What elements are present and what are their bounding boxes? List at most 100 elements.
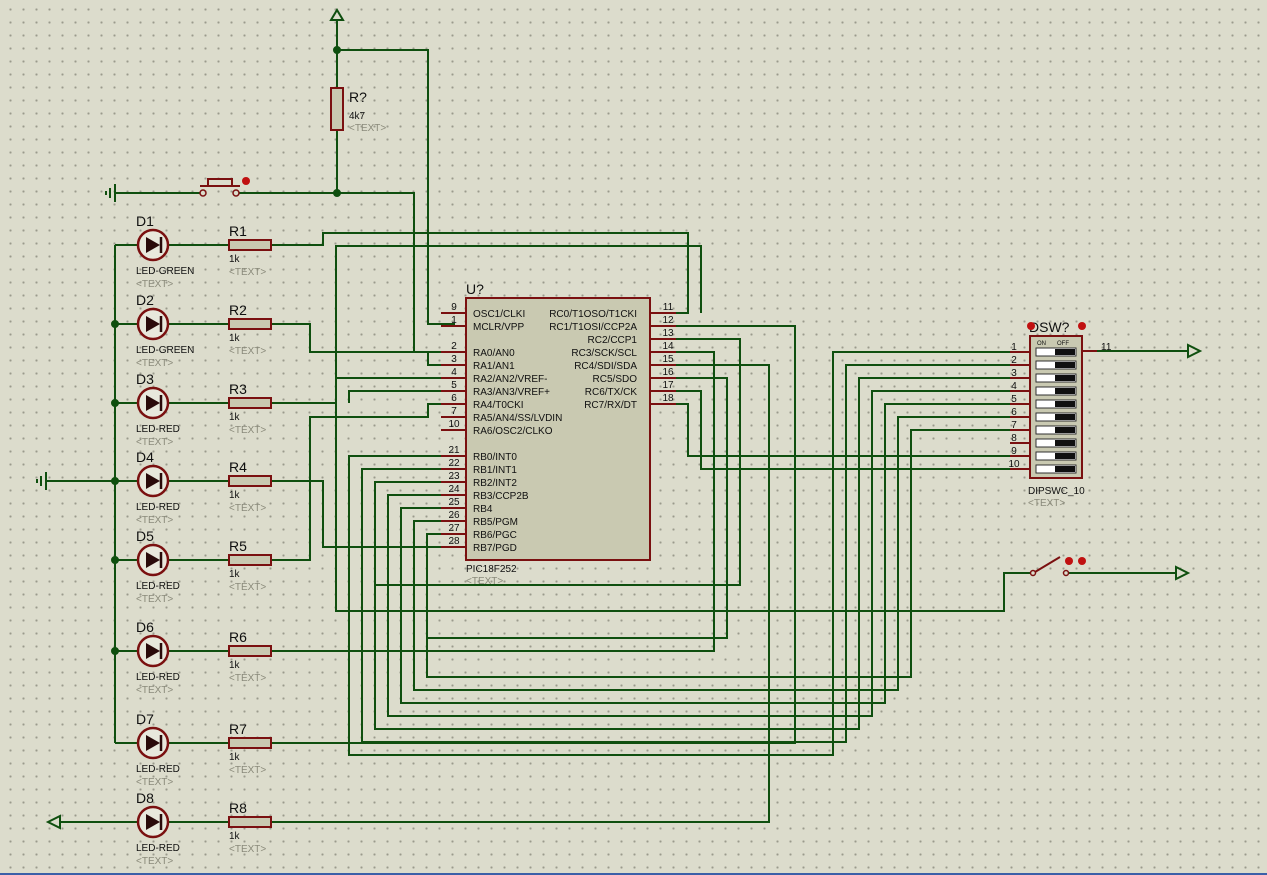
switch-icon[interactable] (1029, 569, 1037, 577)
dip-lever (1055, 375, 1075, 381)
power-arrow-icon[interactable] (329, 8, 345, 21)
resistor-text: <TEXT> (229, 582, 266, 593)
resistor-value: 1k (229, 752, 241, 763)
chip-text: <TEXT> (466, 576, 503, 587)
resistor-icon[interactable] (228, 475, 272, 487)
wire (271, 351, 715, 652)
chip-pin-name: RC6/TX/CK (585, 387, 638, 398)
chip-pin-number: 12 (662, 315, 674, 326)
chip-pin-name: RC7/RX/DT (584, 400, 637, 411)
resistor-text: <TEXT> (229, 844, 266, 855)
chip-pin-name: RB1/INT1 (473, 465, 517, 476)
wire (348, 390, 441, 403)
dip-lever (1055, 414, 1075, 420)
resistor-icon[interactable] (228, 816, 272, 828)
chip-pin-number: 16 (662, 367, 674, 378)
resistor-icon[interactable] (228, 645, 272, 657)
chip-pin-name: RA6/OSC2/CLKO (473, 426, 553, 437)
resistor-icon[interactable] (228, 737, 272, 749)
power-arrow-icon[interactable] (1187, 343, 1203, 359)
wire (271, 232, 689, 314)
chip-pin-name: RA5/AN4/SS/LVDIN (473, 413, 562, 424)
dip-lever (1055, 388, 1075, 394)
chip-pin-number: 3 (451, 354, 457, 365)
resistor-icon[interactable] (228, 397, 272, 409)
led-type: LED-RED (136, 502, 180, 513)
led-ref: D7 (136, 711, 154, 727)
resistor-icon[interactable] (228, 239, 272, 251)
dip-pin-number: 8 (1011, 433, 1017, 444)
wire (676, 390, 1030, 470)
led-triangle (146, 237, 160, 253)
resistor-icon[interactable] (228, 554, 272, 566)
push-button-terminal (232, 189, 240, 197)
resistor-icon[interactable] (330, 87, 344, 131)
chip-pin-name: RC3/SCK/SCL (571, 348, 637, 359)
junction-dot (111, 399, 119, 407)
led-ref: D8 (136, 790, 154, 806)
wire (271, 323, 441, 366)
led-text: <TEXT> (136, 358, 173, 369)
chip-pin-number: 9 (451, 302, 457, 313)
resistor-value: 1k (229, 412, 241, 423)
dip-pin-number: 1 (1011, 342, 1017, 353)
window-bottom-border (0, 873, 1267, 875)
resistor-icon[interactable] (228, 318, 272, 330)
dip-switch-text: <TEXT> (1028, 498, 1065, 509)
led-type: LED-GREEN (136, 266, 194, 277)
wire (374, 377, 1030, 730)
resistor-ref: R7 (229, 721, 247, 737)
wire (337, 49, 455, 325)
chip-pin-number: 11 (663, 302, 674, 313)
dip-lever (1055, 401, 1075, 407)
chip-pin-name: RB6/PGC (473, 530, 517, 541)
chip-pin-number: 17 (662, 380, 674, 391)
chip-pin-name: RA3/AN3/VREF+ (473, 387, 550, 398)
push-button-cap (207, 178, 233, 186)
dip-pin-number: 4 (1011, 381, 1017, 392)
led-text: <TEXT> (136, 437, 173, 448)
dip-pin-number: 5 (1011, 394, 1017, 405)
microcontroller-body[interactable] (465, 297, 651, 561)
dip-pin-number: 9 (1011, 446, 1017, 457)
resistor-value: 1k (229, 254, 241, 265)
chip-pin-name: RB5/PGM (473, 517, 518, 528)
chip-pin-name: RA0/AN0 (473, 348, 515, 359)
led-ref: D5 (136, 528, 154, 544)
dip-switch-part: DIPSWC_10 (1028, 486, 1085, 497)
chip-pin-number: 2 (451, 341, 457, 352)
chip-pin-name: RB3/CCP2B (473, 491, 529, 502)
dip-off-label: OFF (1057, 341, 1069, 347)
resistor-ref: R2 (229, 302, 247, 318)
power-arrow-icon[interactable] (45, 814, 61, 830)
wire (428, 377, 728, 639)
led-type: LED-RED (136, 764, 180, 775)
push-button-icon[interactable] (199, 189, 207, 197)
wires-layer (46, 20, 1187, 823)
resistor-ref: R3 (229, 381, 247, 397)
resistor-ref: R1 (229, 223, 247, 239)
led-ref: D2 (136, 292, 154, 308)
chip-pin-number: 23 (448, 471, 460, 482)
power-arrow-icon[interactable] (1175, 565, 1191, 581)
chip-pin-name: RA2/AN2/VREF- (473, 374, 547, 385)
led-type: LED-RED (136, 672, 180, 683)
resistor-text: <TEXT> (229, 267, 266, 278)
wire (271, 403, 441, 561)
dip-pin-number: 3 (1011, 368, 1017, 379)
chip-pin-name: RB2/INT2 (473, 478, 517, 489)
dip-lever (1055, 427, 1075, 433)
led-triangle (146, 395, 160, 411)
led-ref: D6 (136, 619, 154, 635)
led-text: <TEXT> (136, 856, 173, 867)
chip-pin-name: RA1/AN1 (473, 361, 515, 372)
led-text: <TEXT> (136, 279, 173, 290)
resistor-text: <TEXT> (229, 346, 266, 357)
dip-indicator (1078, 322, 1086, 330)
chip-pin-name: RC2/CCP1 (588, 335, 638, 346)
resistor-ref: R8 (229, 800, 247, 816)
chip-pin-name: RB0/INT0 (473, 452, 517, 463)
chip-pin-name: RB7/PGD (473, 543, 517, 554)
chip-pin-number: 27 (448, 523, 460, 534)
